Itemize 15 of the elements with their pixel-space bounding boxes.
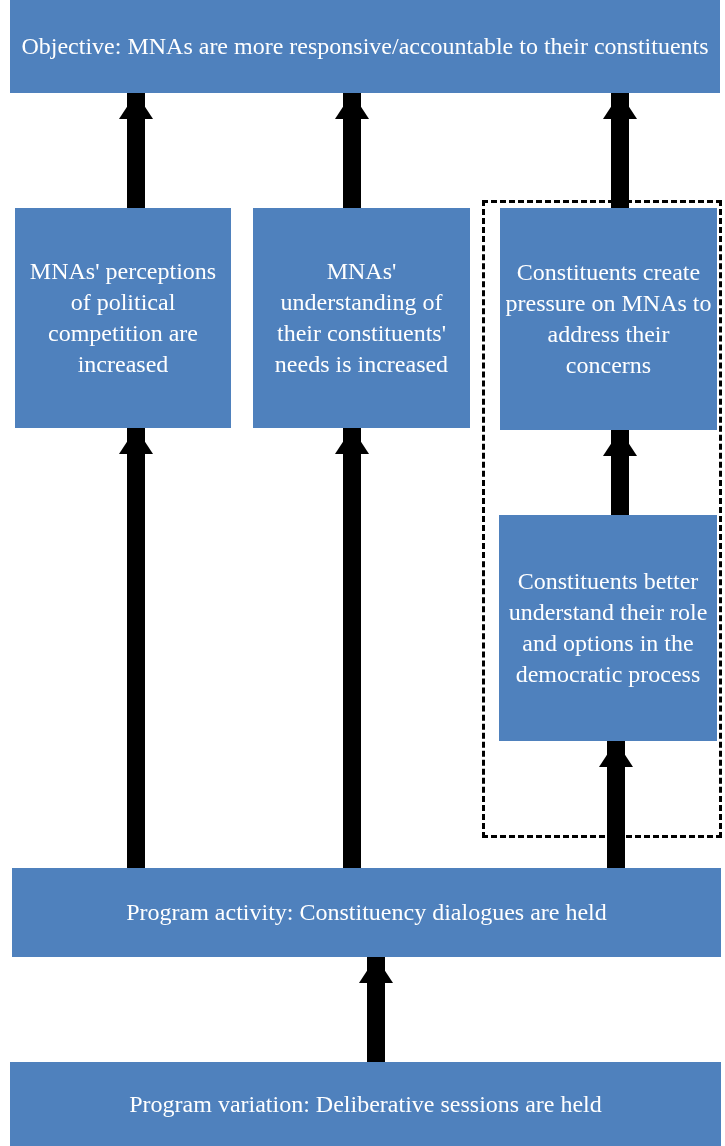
process-box: MNAs' perceptions of political competition are increased <box>15 208 231 428</box>
process-box: Constituents create pressure on MNAs to address their concerns <box>500 208 717 430</box>
process-box: Objective: MNAs are more responsive/accountable to their constituents <box>10 0 720 93</box>
arrow <box>335 93 369 208</box>
arrow <box>335 428 369 868</box>
dashed-group-box <box>482 200 722 838</box>
arrow <box>603 93 637 208</box>
arrow <box>599 741 633 868</box>
arrow <box>119 428 153 868</box>
process-box: MNAs' understanding of their constituents' needs is increased <box>253 208 470 428</box>
process-box: Program variation: Deliberative sessions are held <box>10 1062 721 1146</box>
process-box: Constituents better understand their role and options in the democratic process <box>499 515 717 741</box>
arrow <box>119 93 153 208</box>
arrow <box>603 430 637 515</box>
process-box: Program activity: Constituency dialogues are held <box>12 868 721 957</box>
